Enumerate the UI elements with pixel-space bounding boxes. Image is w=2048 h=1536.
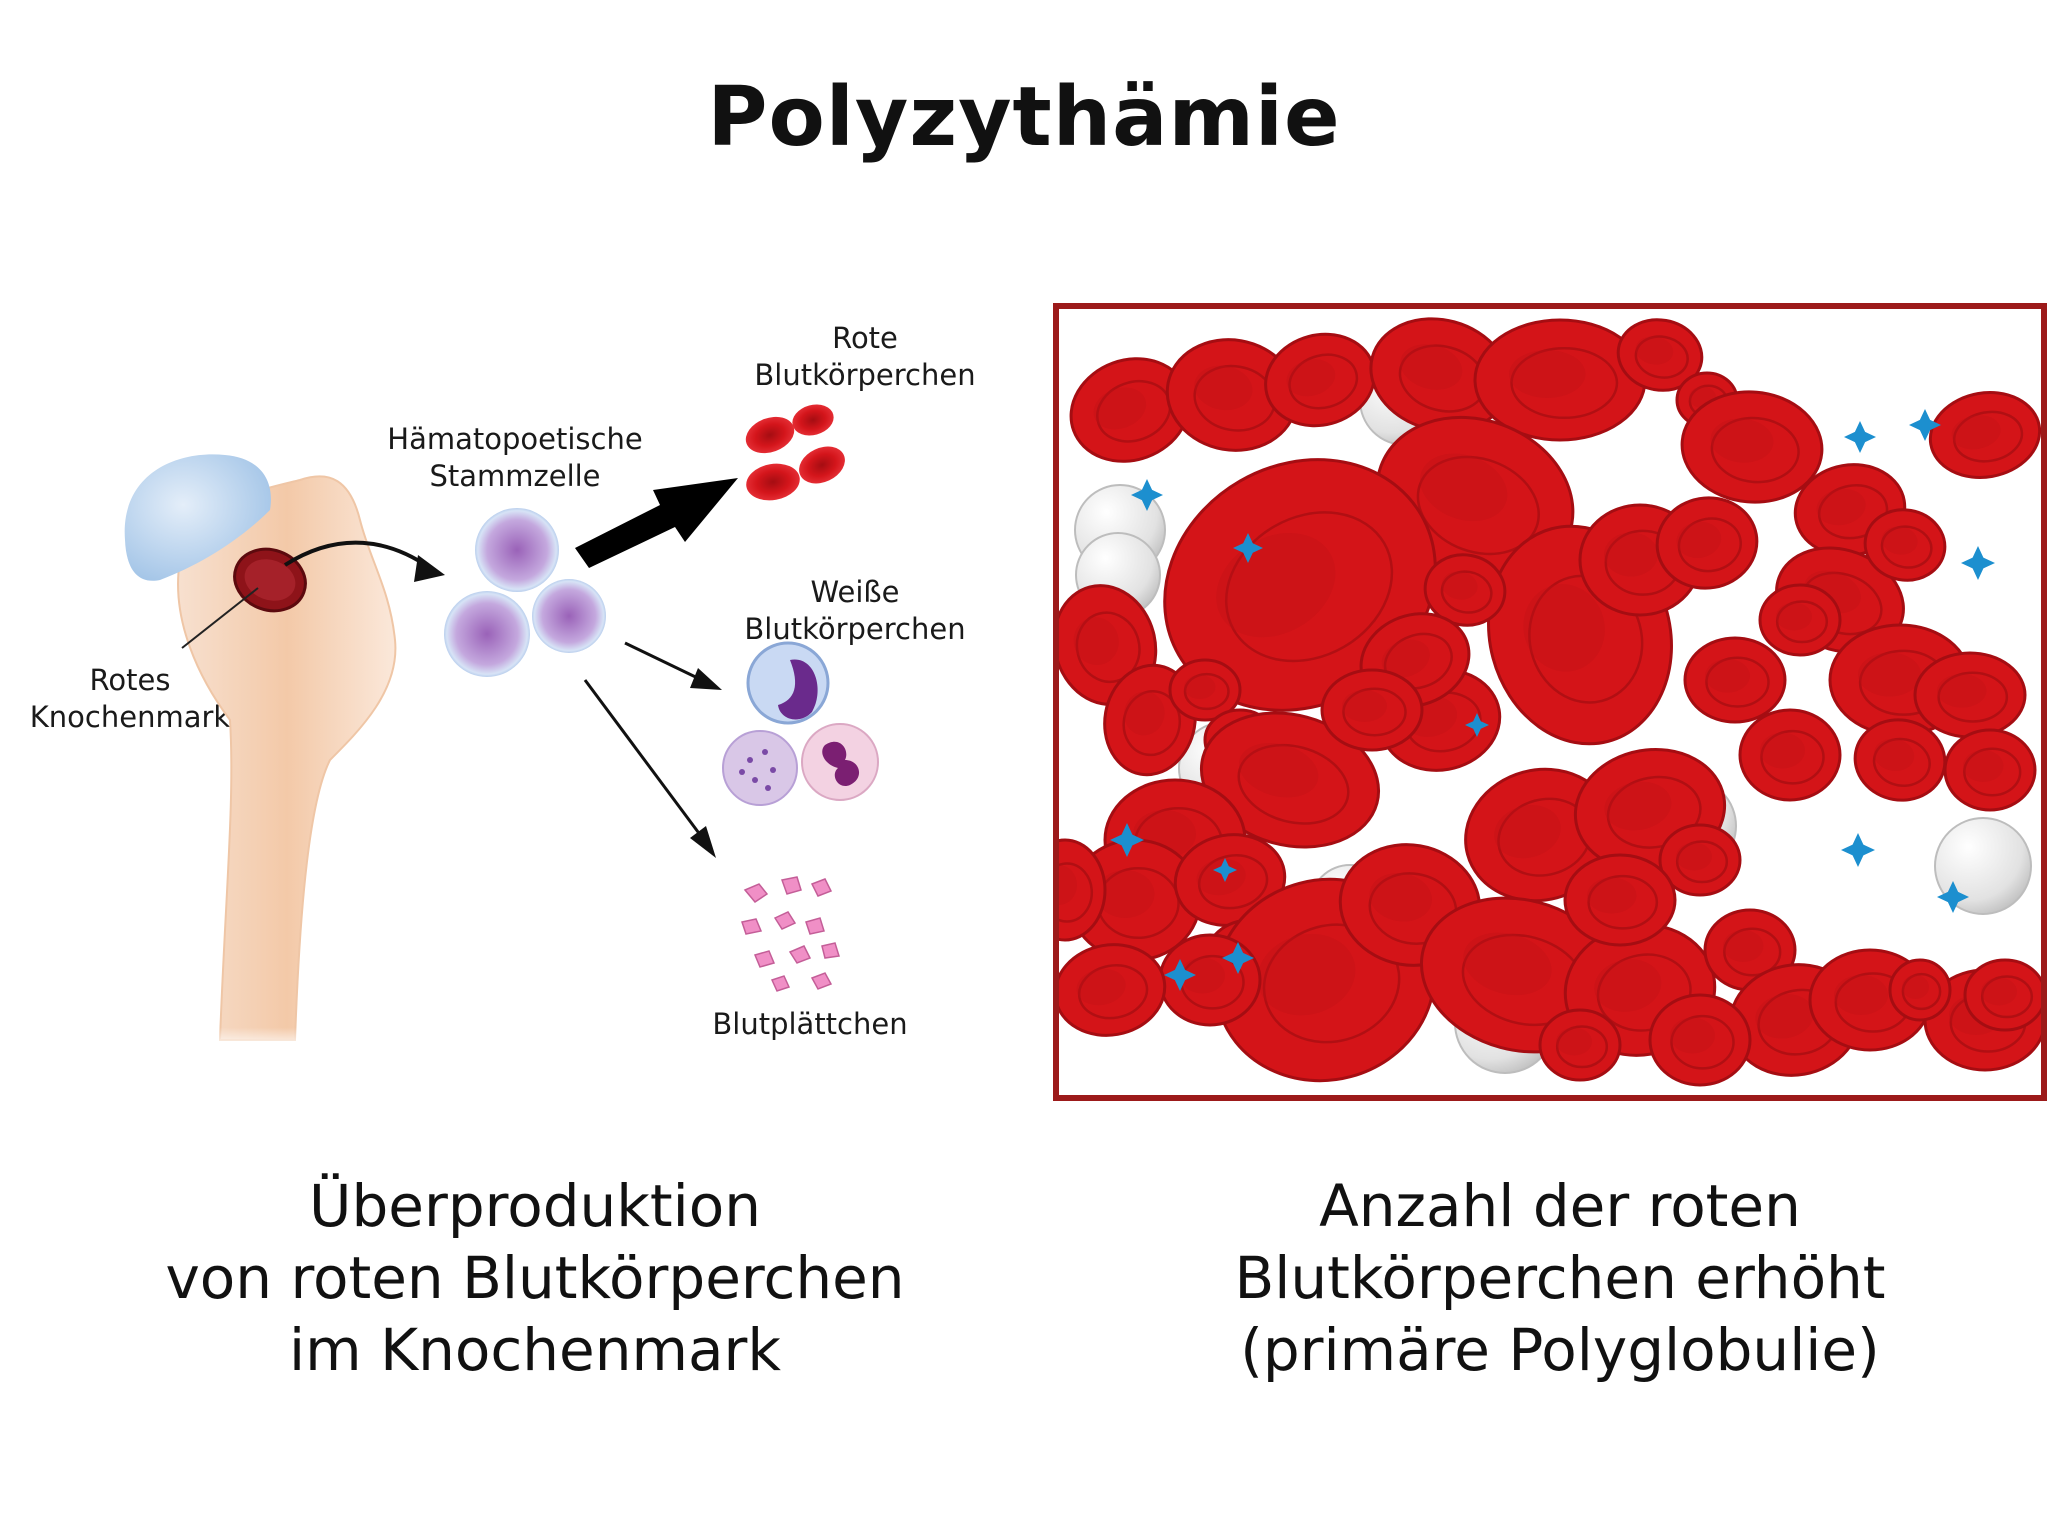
red-blood-cell: [1058, 943, 1167, 1037]
label-red-cells-line2: Blutkörperchen: [754, 358, 976, 392]
arrow-to-red-cells: [575, 478, 738, 568]
red-blood-cell: [1423, 553, 1507, 627]
red-blood-cell: [1369, 317, 1511, 433]
red-blood-cell: [1680, 390, 1824, 504]
small-red-cells: [745, 404, 845, 501]
red-blood-cell: [1538, 1008, 1622, 1082]
red-blood-cell: [1928, 391, 2042, 479]
platelet: [1213, 858, 1237, 882]
platelet: [1909, 409, 1941, 441]
platelets: [741, 876, 840, 992]
caption-left-line2: von roten Blutkörperchen: [165, 1244, 905, 1312]
platelet: [1222, 942, 1254, 974]
red-blood-cell: [1165, 338, 1299, 452]
red-blood-cell: [1473, 318, 1647, 442]
label-bone-marrow-line1: Rotes: [89, 663, 171, 697]
red-blood-cell: [1058, 838, 1107, 942]
caption-right-line3: (primäre Polyglobulie): [1240, 1316, 1880, 1384]
label-red-cells: Rote Blutkörperchen: [735, 320, 995, 394]
label-white-cells-line2: Blutkörperchen: [744, 612, 966, 646]
caption-left: Überproduktion von roten Blutkörperchen …: [120, 1170, 950, 1386]
small-white-cells: [722, 641, 879, 806]
platelet: [1961, 546, 1995, 580]
red-blood-cell: [1320, 668, 1424, 752]
red-blood-cell: [1963, 958, 2042, 1032]
caption-right: Anzahl der roten Blutkörperchen erhöht (…: [1130, 1170, 1990, 1386]
blood-sample-frame: [1053, 303, 2047, 1101]
white-blood-cell: [1934, 817, 2032, 915]
red-blood-cell: [1758, 583, 1842, 657]
red-blood-cell: [1655, 496, 1759, 590]
red-blood-cell: [1863, 508, 1947, 582]
femur-bone: [124, 454, 420, 1050]
red-blood-cell: [1616, 318, 1704, 392]
label-platelets: Blutplättchen: [712, 1007, 908, 1041]
arrow-to-platelets: [583, 679, 706, 841]
platelet: [1465, 713, 1489, 737]
caption-right-line2: Blutkörperchen erhöht: [1234, 1244, 1886, 1312]
red-blood-cell: [1738, 708, 1842, 802]
red-blood-cell: [1943, 728, 2037, 812]
red-blood-cell: [1069, 357, 1191, 463]
platelet: [1131, 479, 1163, 511]
arrow-head-2: [690, 668, 722, 690]
caption-left-line3: im Knochenmark: [289, 1316, 781, 1384]
arrow-head-3: [690, 826, 716, 858]
red-blood-cell: [1199, 711, 1381, 849]
platelet: [1164, 959, 1196, 991]
arrow-bone-to-stemcells: [283, 540, 432, 570]
platelet: [1937, 881, 1969, 913]
red-blood-cell: [1913, 651, 2027, 739]
label-white-cells-line1: Weiße: [810, 575, 900, 609]
red-blood-cell: [1648, 993, 1752, 1087]
stem-cells: [444, 508, 606, 677]
platelet: [1110, 823, 1144, 857]
label-stem-cell-line2: Stammzelle: [429, 459, 601, 493]
label-bone-marrow: Rotes Knochenmark: [10, 662, 250, 736]
diagram-title: Polyzythämie: [707, 70, 1341, 165]
label-stem-cell-line1: Hämatopoetische: [387, 422, 643, 456]
label-white-cells: Weiße Blutkörperchen: [725, 574, 985, 648]
frame-border: [1053, 303, 2047, 1101]
platelet: [1844, 421, 1876, 453]
label-bone-marrow-line2: Knochenmark: [29, 700, 231, 734]
red-blood-cell: [1888, 958, 1952, 1022]
arrow-to-white-cells: [624, 641, 709, 685]
arrow-head-1: [414, 555, 445, 582]
platelet: [1233, 533, 1263, 563]
label-red-cells-line1: Rote: [832, 321, 898, 355]
red-blood-cell: [1683, 636, 1787, 724]
platelet: [1841, 833, 1875, 867]
red-blood-cell: [1563, 853, 1677, 947]
red-blood-cell: [1853, 718, 1947, 802]
red-blood-cell: [1168, 658, 1242, 722]
caption-right-line1: Anzahl der roten: [1319, 1172, 1801, 1240]
red-blood-cell: [1658, 823, 1742, 897]
blood-cells-group: [1058, 317, 2042, 1087]
caption-left-line1: Überproduktion: [309, 1172, 761, 1240]
label-stem-cell: Hämatopoetische Stammzelle: [370, 421, 660, 495]
